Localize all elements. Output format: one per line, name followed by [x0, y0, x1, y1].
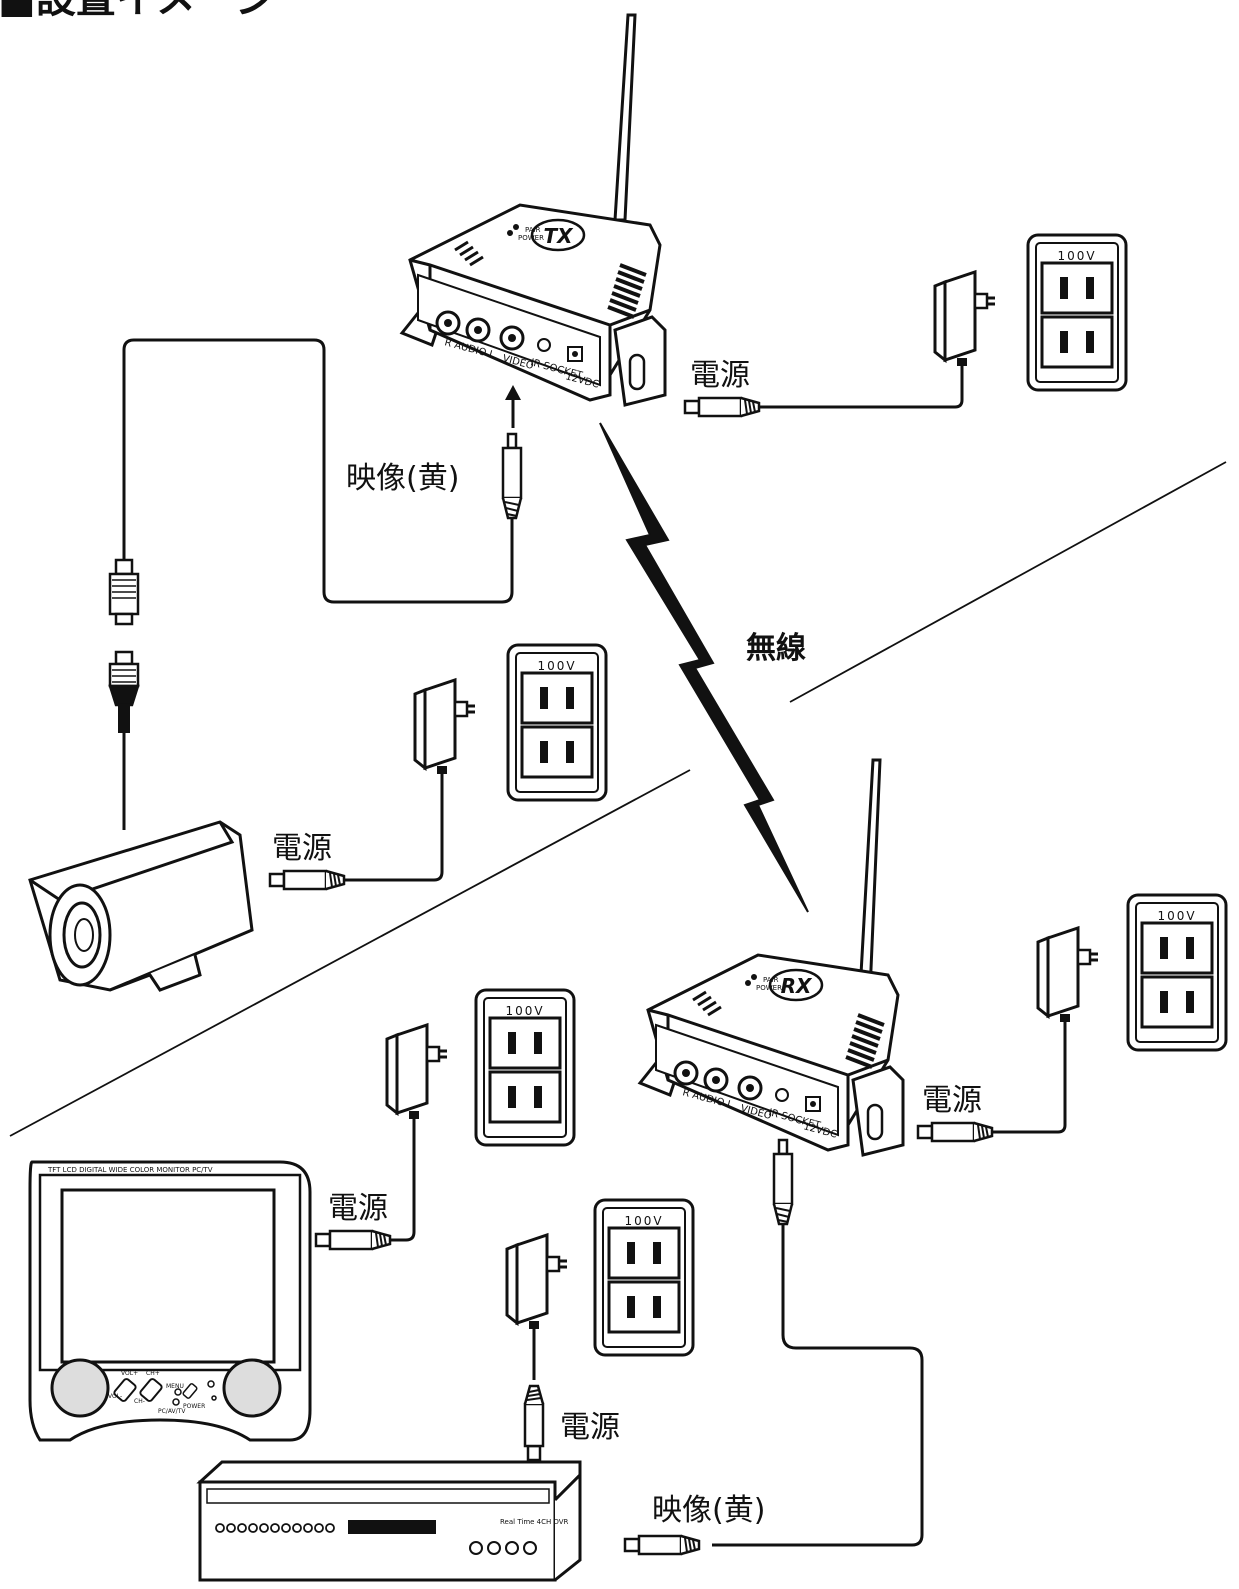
outlet-monitor-voltage: 100V	[505, 1004, 544, 1018]
power-cable-camera	[268, 784, 444, 891]
tx-badge	[530, 218, 586, 252]
rx-led-power-label: POWER	[756, 984, 782, 992]
monitor-speaker-right	[222, 1358, 282, 1418]
adapter-camera-icon	[413, 678, 477, 786]
lcd-monitor: TFT LCD DIGITAL WIDE COLOR MONITOR PC/TV…	[28, 1160, 312, 1442]
monitor-btn-source: PC/AV/TV	[158, 1408, 186, 1415]
outlet-dvr-voltage: 100V	[624, 1214, 663, 1228]
monitor-header: TFT LCD DIGITAL WIDE COLOR MONITOR PC/TV	[47, 1166, 213, 1174]
rx-antenna	[858, 758, 882, 994]
tx-led-power-label: POWER	[518, 234, 544, 242]
monitor-btn-power: POWER	[183, 1403, 205, 1410]
video-label-rx: 映像(黄)	[652, 1493, 765, 1528]
dvr-model-label: Real Time 4CH DVR	[500, 1518, 569, 1526]
dvr-button-3[interactable]	[505, 1541, 519, 1555]
monitor-vol-rocker[interactable]	[113, 1378, 137, 1402]
outlet-tx: 100V	[1026, 233, 1128, 392]
tx-antenna	[613, 13, 637, 222]
monitor-btn-vol-plus: VOL+	[121, 1370, 138, 1377]
wireless-bolt-icon	[599, 422, 809, 913]
rx-badge	[768, 968, 824, 1002]
adapter-monitor-icon	[385, 1023, 449, 1131]
rx-ir-socket	[775, 1088, 789, 1102]
rx-badge-text: RX	[781, 974, 813, 998]
outlet-dvr: 100V	[593, 1198, 695, 1357]
adapter-tx-icon	[933, 270, 997, 378]
camera-bnc-connector	[108, 650, 140, 830]
dvr-indicator-leds	[215, 1523, 335, 1533]
monitor-btn-ch-plus: CH+	[146, 1370, 160, 1377]
security-camera	[28, 820, 254, 992]
tx-led-pair-label: PAIR	[525, 226, 541, 234]
outlet-camera: 100V	[506, 643, 608, 802]
dvr-recorder: Real Time 4CH DVR	[196, 1460, 582, 1582]
video-cable-tx	[108, 338, 523, 626]
transmitter-unit: TX PAIR POWER R AUDIO L VIDEO IR SOCKET …	[400, 13, 667, 407]
video-cable-rx	[623, 1138, 924, 1556]
monitor-source-button[interactable]	[172, 1398, 180, 1406]
page-title: ■設置イメージ	[0, 0, 275, 22]
power-cable-tx	[683, 376, 964, 418]
power-cable-monitor	[314, 1129, 416, 1251]
power-label-rx: 電源	[922, 1083, 982, 1118]
monitor-btn-vol-minus: VOL-	[108, 1393, 122, 1400]
power-cable-dvr	[523, 1339, 545, 1462]
dvr-button-1[interactable]	[469, 1541, 483, 1555]
power-label-tx: 電源	[690, 358, 750, 393]
adapter-rx-icon	[1036, 926, 1100, 1034]
monitor-ch-rocker[interactable]	[139, 1378, 163, 1402]
outlet-camera-voltage: 100V	[537, 659, 576, 673]
divider-line-bottom	[9, 769, 691, 1137]
power-label-dvr: 電源	[560, 1410, 620, 1445]
receiver-unit: RX PAIR POWER R AUDIO L VIDEO IR SOCKET …	[638, 758, 905, 1157]
adapter-dvr-icon	[505, 1233, 569, 1341]
monitor-speaker-left	[50, 1358, 110, 1418]
monitor-btn-menu: MENU	[166, 1383, 184, 1390]
monitor-power-switch[interactable]	[182, 1383, 198, 1399]
power-label-camera: 電源	[272, 831, 332, 866]
wireless-label: 無線	[746, 631, 806, 666]
dvr-display	[348, 1520, 436, 1534]
rx-led-pair-label: PAIR	[763, 976, 779, 984]
outlet-rx: 100V	[1126, 893, 1228, 1052]
tx-ir-socket	[537, 338, 551, 352]
divider-line-top	[789, 461, 1227, 703]
outlet-rx-voltage: 100V	[1157, 909, 1196, 923]
power-label-monitor: 電源	[328, 1191, 388, 1226]
power-cable-rx	[916, 1032, 1067, 1143]
monitor-btn-ch-minus: CH-	[134, 1398, 145, 1405]
video-label-tx: 映像(黄)	[346, 461, 459, 496]
dvr-button-4[interactable]	[523, 1541, 537, 1555]
monitor-menu-button[interactable]	[174, 1388, 182, 1396]
outlet-monitor: 100V	[474, 988, 576, 1147]
outlet-tx-voltage: 100V	[1057, 249, 1096, 263]
tx-badge-text: TX	[543, 224, 574, 248]
dvr-button-2[interactable]	[487, 1541, 501, 1555]
